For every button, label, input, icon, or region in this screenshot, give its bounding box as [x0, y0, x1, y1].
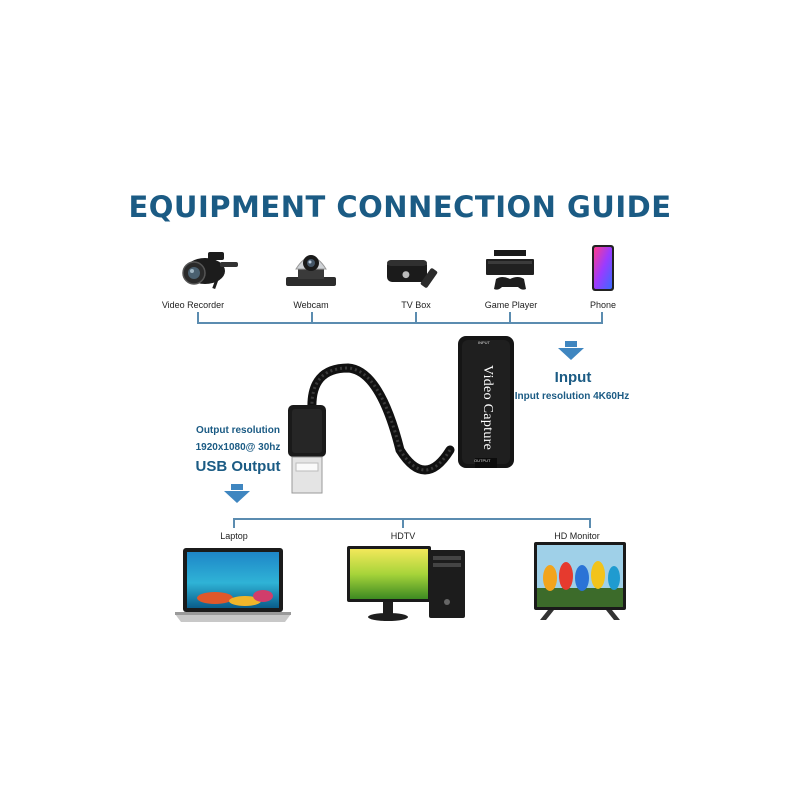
output-bracket-line [233, 518, 591, 520]
game-console-icon [486, 250, 534, 290]
output-tick [589, 518, 591, 528]
input-tick [509, 312, 511, 323]
output-label-laptop: Laptop [220, 531, 248, 541]
input-tick [197, 312, 199, 323]
input-label-video-recorder: Video Recorder [161, 300, 225, 310]
input-label-tv-box: TV Box [401, 300, 431, 310]
input-label-phone: Phone [589, 300, 617, 310]
video-recorder-icon [182, 252, 238, 290]
usb-cable [307, 363, 455, 475]
output-resolution-value: 1920x1080@ 30hz [195, 442, 281, 453]
input-bracket-line [197, 322, 603, 324]
desktop-computer-icon [347, 546, 465, 621]
output-tick [233, 518, 235, 528]
input-arrow-icon [558, 341, 584, 360]
device-name: Video Capture [480, 365, 495, 451]
laptop-icon [175, 548, 291, 622]
page-title: EQUIPMENT CONNECTION GUIDE [128, 190, 672, 224]
port-input-label: INPUT [478, 340, 490, 345]
input-tick [311, 312, 313, 323]
input-tick [601, 312, 603, 323]
input-resolution: Input resolution 4K60Hz [514, 391, 630, 402]
input-label-webcam: Webcam [293, 300, 329, 310]
input-tick [415, 312, 417, 323]
input-label-game-player: Game Player [484, 300, 538, 310]
port-output-label: OUTPUT [474, 458, 491, 463]
webcam-icon [286, 255, 336, 286]
input-heading: Input [554, 369, 592, 386]
tv-box-icon: ● [387, 260, 438, 288]
phone-icon [592, 245, 614, 291]
output-label-hdtv: HDTV [390, 531, 416, 541]
output-resolution-label: Output resolution [196, 425, 280, 436]
usb-plug-icon [288, 405, 326, 494]
output-tick [402, 518, 404, 528]
output-label-hd-monitor: HD Monitor [554, 531, 600, 541]
video-capture-device [458, 336, 514, 468]
output-arrow-icon [224, 484, 250, 503]
output-heading: USB Output [195, 458, 281, 475]
svg-text:●: ● [402, 270, 410, 280]
tv-monitor-icon [534, 542, 626, 620]
